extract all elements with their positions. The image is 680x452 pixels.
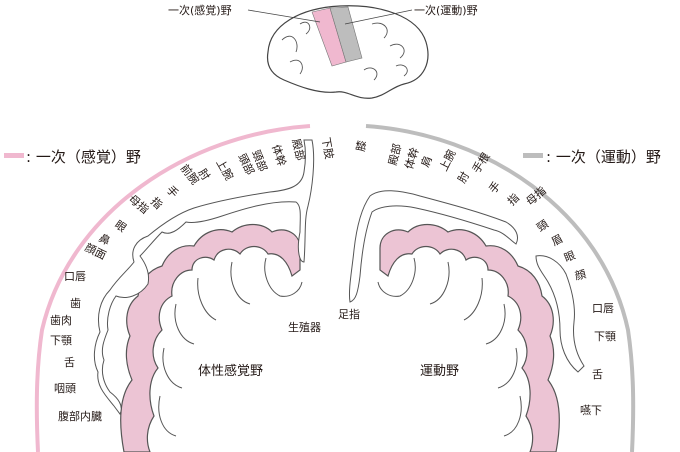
- label-motor-finger: 指: [504, 190, 522, 208]
- label-knee: 膝: [354, 139, 369, 152]
- brain-motor-strip: [329, 6, 363, 63]
- legend-motor-label: : 一次（運動）野: [546, 148, 661, 166]
- sensory-top-label: 一次(感覚)野: [168, 3, 232, 17]
- legend-sensory-label: : 一次（感覚）野: [26, 148, 141, 166]
- sensory-arc: [34, 124, 311, 452]
- label-pharynx: 咽頭: [54, 382, 76, 395]
- motor-cortex-folds: [377, 257, 522, 437]
- label-swallowing: 嚥下: [580, 404, 602, 417]
- label-teeth: 歯: [70, 297, 81, 310]
- label-lips: 口唇: [64, 270, 86, 283]
- label-motor-trunk: 体幹: [402, 146, 422, 171]
- label-trunk: 体幹: [269, 143, 289, 168]
- label-motor-lips: 口唇: [592, 302, 614, 315]
- label-hand: 手: [164, 183, 182, 201]
- label-jaw: 下顎: [50, 334, 72, 347]
- label-motor-buttocks: 殿部: [385, 142, 404, 167]
- motor-labels: 運動野 足指 膝 殿部 体幹 肩 上腕 肘 手根 手 指 母指 頸 眉 眼 顔 …: [338, 139, 616, 417]
- label-motor-tongue: 舌: [592, 368, 603, 381]
- leader-motor: [344, 9, 413, 25]
- label-lower-limb: 下肢: [319, 136, 337, 160]
- sensory-cortex: [93, 139, 315, 452]
- label-brow: 眉: [549, 232, 565, 249]
- motor-top-label: 一次(運動)野: [414, 3, 478, 17]
- sensory-homunculus: [93, 139, 315, 415]
- sensory-cortex-folds: [158, 257, 303, 437]
- label-abdominal-organs: 腹部内臓: [58, 409, 102, 423]
- label-motor-neck: 頸: [534, 218, 550, 235]
- label-tongue: 舌: [64, 356, 75, 369]
- label-motor-eye: 眼: [562, 249, 577, 265]
- label-upper-arm: 上腕: [213, 157, 236, 183]
- leader-sensory: [247, 9, 321, 23]
- motor-area-label: 運動野: [420, 364, 459, 379]
- label-motor-elbow: 肘: [454, 169, 472, 186]
- label-finger: 指: [148, 194, 166, 212]
- sensory-labels: 体性感覚野 生殖器 下肢 殿部 体幹 頸部 頭部 上腕 肘 前腕 手 指 母指 …: [50, 136, 337, 423]
- label-buttocks: 殿部: [289, 137, 308, 162]
- legend-sensory-swatch: [4, 153, 24, 158]
- motor-homunculus: [349, 190, 585, 373]
- motor-cortex-ribbon: [379, 223, 560, 452]
- top-brain: 一次(感覚)野 一次(運動)野: [168, 3, 478, 99]
- motor-arc: [365, 124, 636, 452]
- label-motor-jaw: 下顎: [594, 330, 616, 343]
- motor-cortex: [349, 190, 585, 452]
- genital-label: 生殖器: [288, 320, 321, 334]
- legend: : 一次（感覚）野 : 一次（運動）野: [4, 148, 661, 166]
- sensory-area-label: 体性感覚野: [198, 363, 263, 379]
- label-motor-thumb: 母指: [523, 183, 549, 208]
- sensory-cortex-ribbon: [120, 223, 301, 452]
- brain-sulci: [281, 21, 408, 81]
- legend-motor-swatch: [523, 153, 543, 158]
- label-motor-hand: 手: [486, 179, 504, 196]
- label-shoulder: 肩: [418, 154, 435, 169]
- label-forearm: 前腕: [178, 161, 203, 187]
- label-eye: 眼: [112, 218, 129, 235]
- label-gums: 歯肉: [50, 314, 72, 327]
- label-motor-upper-arm: 上腕: [436, 147, 458, 173]
- label-motor-face: 顔: [573, 267, 587, 283]
- toe-label: 足指: [338, 307, 360, 321]
